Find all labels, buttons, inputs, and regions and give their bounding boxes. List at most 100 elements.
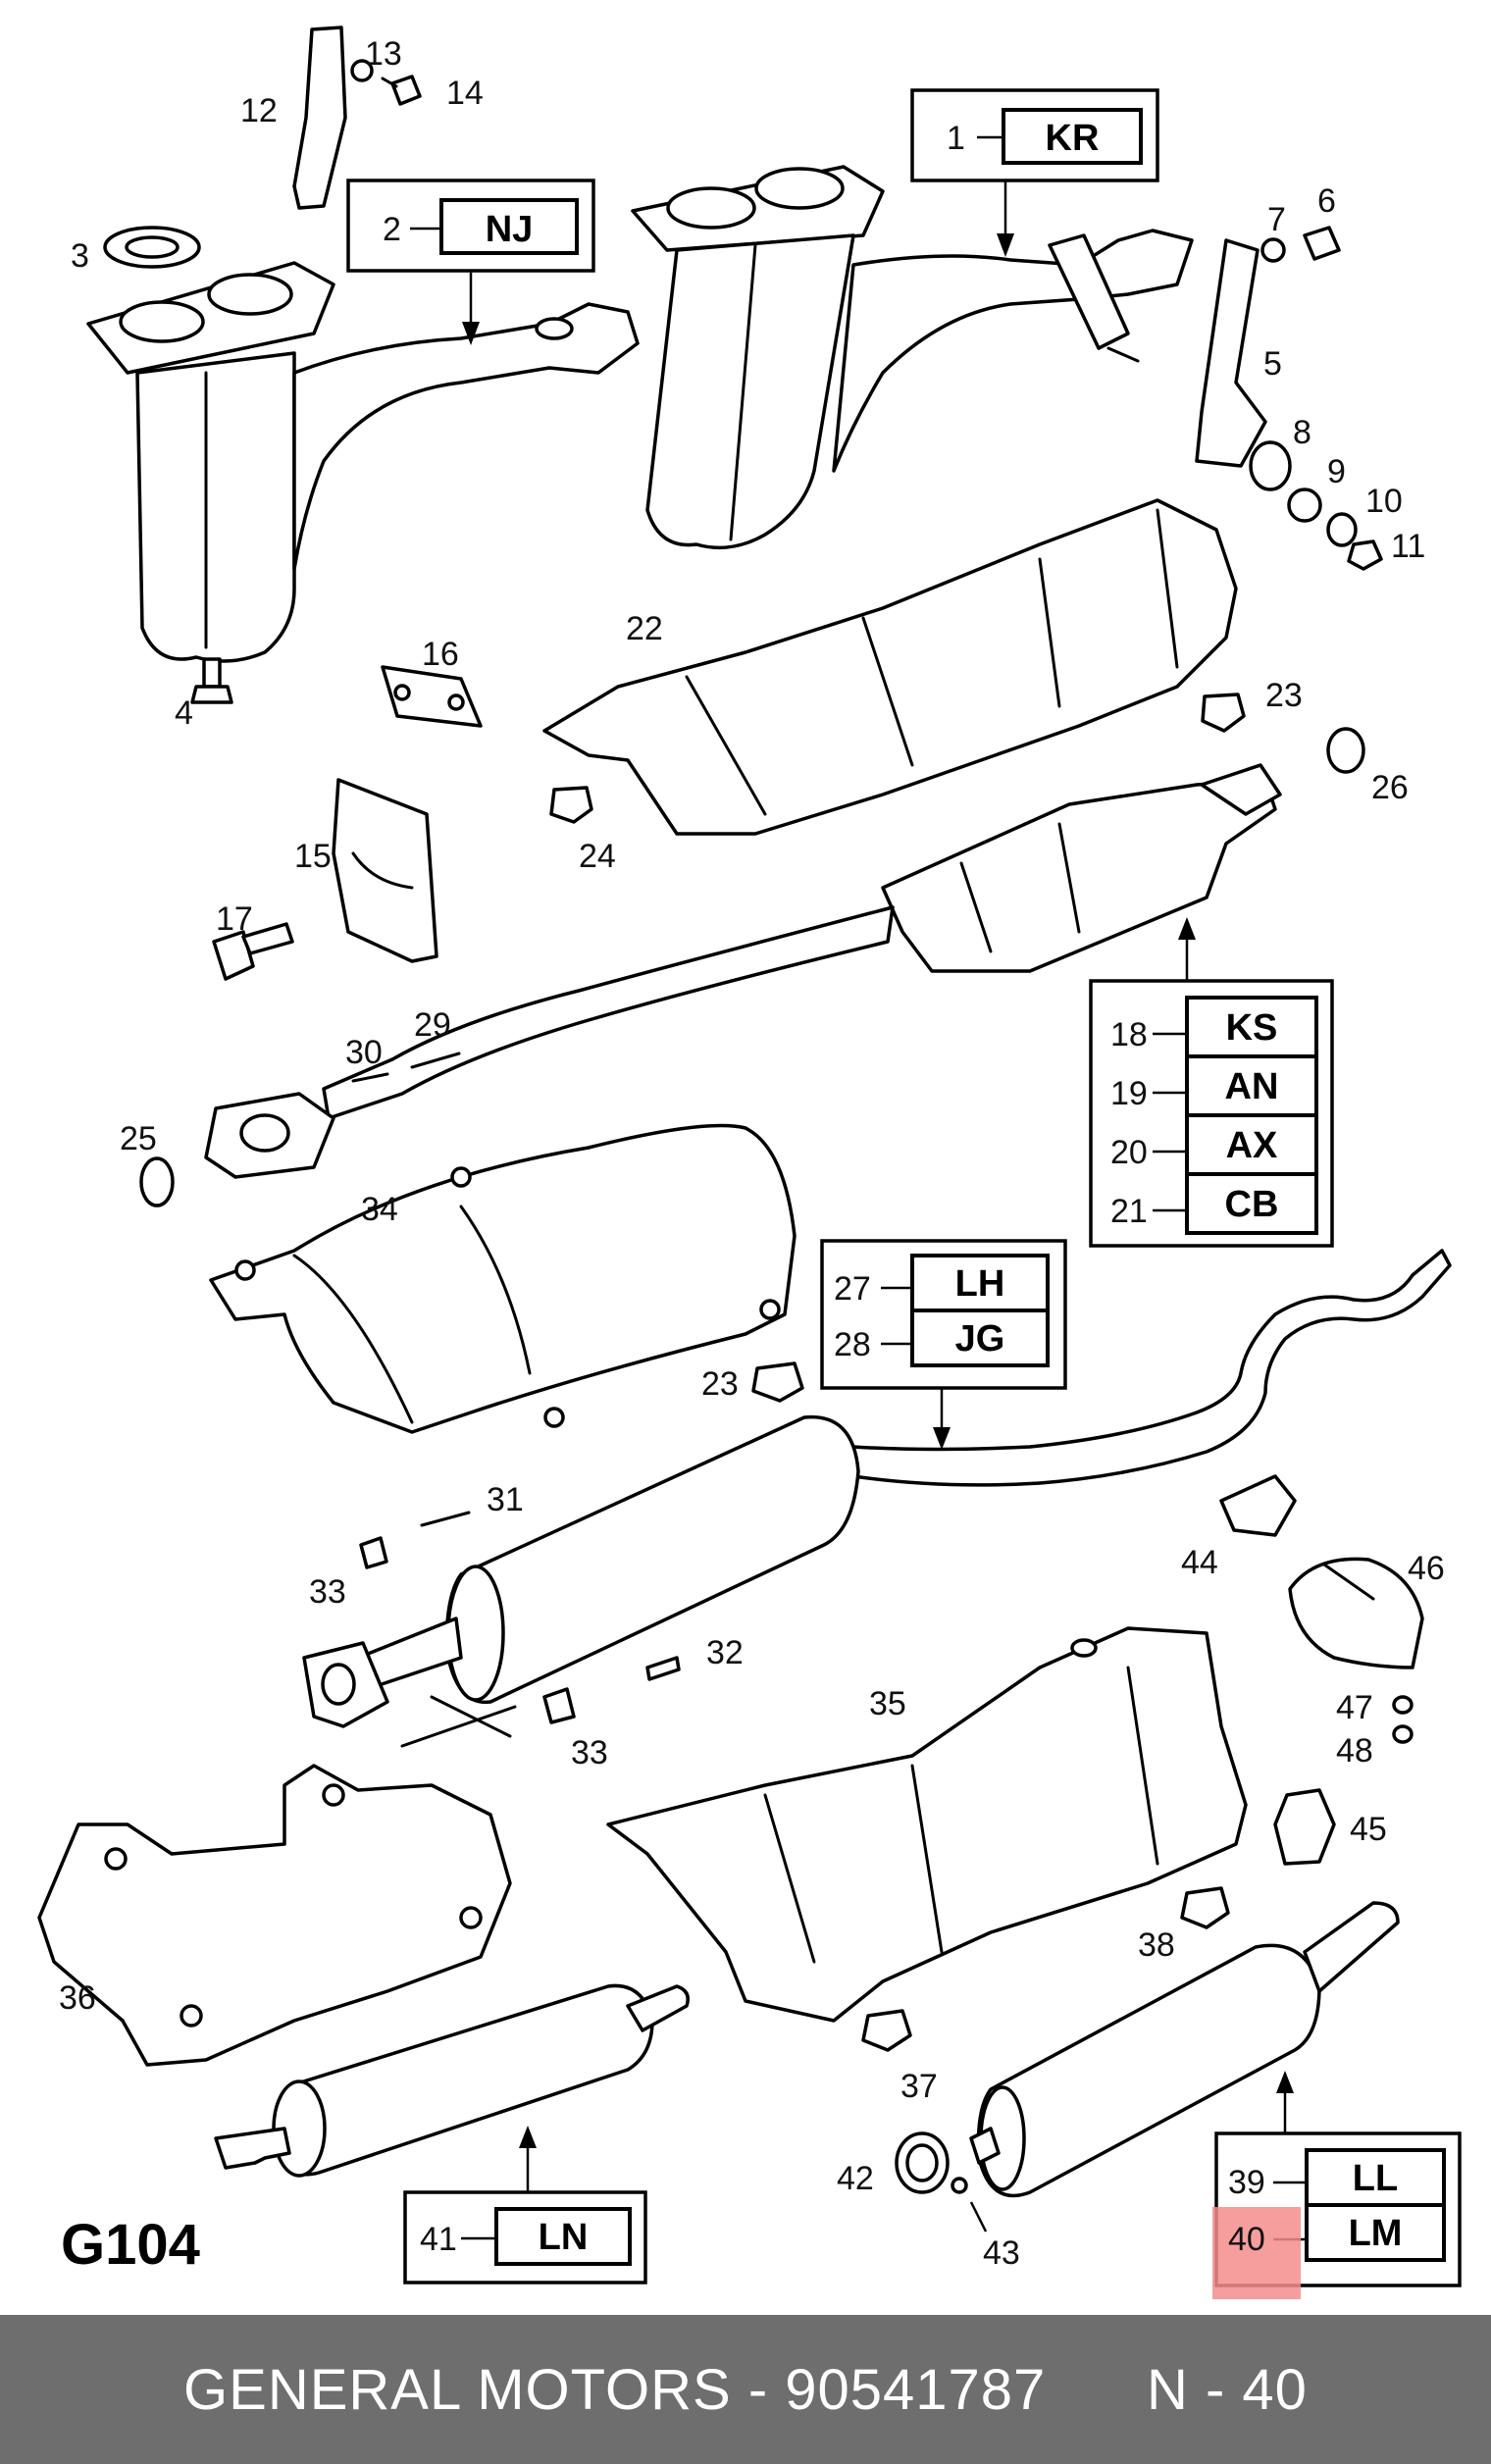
callout-44: 44 [1181, 1544, 1218, 1581]
callout-31: 31 [487, 1481, 524, 1518]
rear-muffler-39-40 [969, 1901, 1400, 2198]
box-number: 41 [420, 2221, 457, 2258]
box-number: 27 [834, 1270, 871, 1308]
callout-37: 37 [900, 2068, 938, 2105]
footer-text: GENERAL MOTORS - 90541787 N - 40 [183, 2357, 1308, 2422]
part-45-hanger [1273, 1788, 1336, 1866]
part-2-exhaust-manifold [86, 261, 640, 663]
box-code: LM [1349, 2213, 1403, 2254]
callout-8: 8 [1293, 414, 1311, 451]
part-16-gasket [381, 665, 483, 728]
part-4-stud [190, 657, 233, 704]
parts-8-11-mount [1249, 440, 1383, 571]
callout-7: 7 [1267, 201, 1286, 238]
callout-38: 38 [1138, 1926, 1175, 1964]
part-15-bracket [332, 778, 438, 963]
box-number-highlighted: 40 [1228, 2221, 1265, 2258]
callout-34: 34 [361, 1191, 398, 1228]
code-box-18-21: 18 19 20 21 KS AN AX CB [1089, 917, 1334, 1248]
callout-46: 46 [1408, 1550, 1445, 1587]
part-23-nut-lower [751, 1361, 804, 1403]
front-pipe-27-28 [851, 1249, 1452, 1487]
callout-35: 35 [869, 1685, 906, 1722]
callout-5: 5 [1263, 345, 1282, 383]
callout-42: 42 [837, 2160, 874, 2197]
callout-16: 16 [422, 636, 459, 673]
catalytic-converter [322, 763, 1282, 1120]
callout-numbers: 13 14 12 3 4 6 7 5 8 9 10 11 22 16 23 26… [59, 35, 1445, 2272]
callout-29: 29 [414, 1006, 451, 1044]
part-3-gasket [103, 226, 201, 269]
box-code: KR [1046, 118, 1100, 159]
part-12-bracket [292, 26, 422, 210]
callout-24: 24 [579, 838, 616, 875]
part-1-exhaust-manifold [631, 165, 1194, 550]
callout-33-lower: 33 [571, 1734, 608, 1771]
callout-17: 17 [216, 900, 253, 938]
part-44-hanger [1219, 1474, 1297, 1537]
exhaust-system-diagram: 1 KR 2 NJ 18 19 20 21 KS AN AX CB [37, 26, 1462, 2299]
box-code: AN [1225, 1066, 1279, 1107]
box-code: CB [1225, 1184, 1279, 1225]
callout-26: 26 [1371, 769, 1409, 806]
box-code: LH [955, 1263, 1005, 1305]
callout-11: 11 [1391, 528, 1425, 565]
parts-47-48-nuts [1392, 1695, 1414, 1744]
callout-32: 32 [706, 1634, 744, 1671]
box-code: AX [1226, 1125, 1278, 1166]
callout-9: 9 [1327, 453, 1346, 490]
part-34-heat-shield [209, 1123, 797, 1434]
callout-22: 22 [626, 610, 663, 647]
box-number: 1 [947, 120, 965, 157]
box-number: 2 [383, 211, 401, 248]
part-38-nut [1180, 1886, 1230, 1929]
callout-23: 23 [1265, 677, 1303, 714]
part-24-nut [549, 786, 593, 824]
callout-47: 47 [1336, 1689, 1373, 1726]
part-22-heat-shield [542, 498, 1238, 836]
highlight-marker [1212, 2207, 1301, 2299]
rear-muffler-41 [214, 1983, 690, 2178]
part-25-gasket [139, 1156, 175, 1207]
box-code: KS [1226, 1007, 1278, 1049]
part-42-clamp [895, 2131, 968, 2194]
part-46-clamp [1288, 1557, 1424, 1669]
callout-6: 6 [1317, 182, 1336, 220]
callout-36: 36 [59, 1979, 96, 2017]
part-17-bolt [212, 922, 294, 981]
box-number: 21 [1110, 1193, 1148, 1230]
callout-33: 33 [309, 1573, 346, 1611]
callout-15: 15 [294, 838, 332, 875]
code-box-39-40: 39 40 LL LM [1212, 2071, 1462, 2299]
box-number: 39 [1228, 2164, 1265, 2201]
callout-48: 48 [1336, 1732, 1373, 1770]
diagram-id: G104 [61, 2213, 200, 2277]
callout-13: 13 [365, 35, 402, 73]
part-37-nut [861, 2009, 912, 2052]
part-23-nut [1201, 693, 1246, 733]
box-code: JG [955, 1318, 1005, 1360]
code-box-41: 41 LN [403, 2126, 647, 2284]
callout-4: 4 [175, 694, 193, 732]
code-box-27-28: 27 28 LH JG [820, 1239, 1067, 1450]
box-code: LL [1353, 2158, 1398, 2199]
box-number: 28 [834, 1326, 871, 1363]
code-box-1: 1 KR [910, 88, 1159, 257]
part-36-heat-shield [37, 1764, 512, 2067]
part-5-bracket [1195, 226, 1341, 468]
flange-30 [204, 1052, 461, 1179]
callout-14: 14 [446, 75, 484, 112]
callout-23-lower: 23 [701, 1365, 739, 1403]
footer-bar: GENERAL MOTORS - 90541787 N - 40 [0, 2315, 1491, 2464]
part-35-heat-shield [606, 1626, 1248, 2023]
box-number: 20 [1110, 1134, 1148, 1171]
callout-12: 12 [240, 92, 278, 129]
code-box-2: 2 NJ [346, 179, 595, 345]
box-number: 18 [1110, 1016, 1148, 1053]
callout-45: 45 [1350, 1811, 1387, 1848]
box-code: NJ [486, 209, 534, 250]
callout-10: 10 [1365, 483, 1403, 520]
box-number: 19 [1110, 1075, 1148, 1112]
callout-43: 43 [983, 2234, 1020, 2272]
box-code: LN [539, 2217, 589, 2258]
